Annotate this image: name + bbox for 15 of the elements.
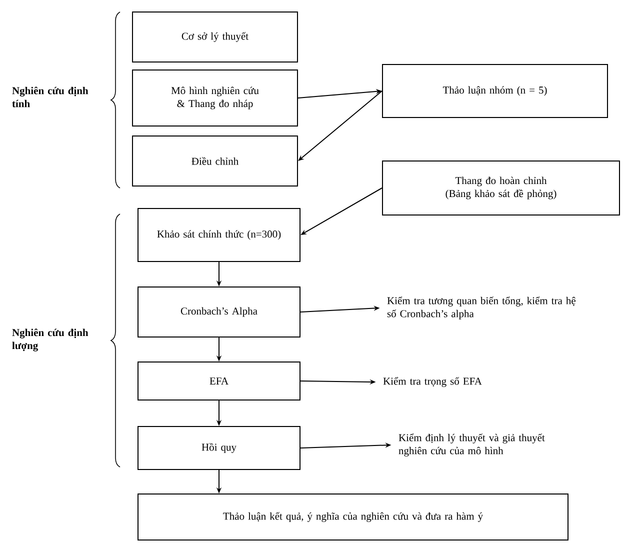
process-box: EFA [138,362,300,400]
process-box: Thảo luận kết quả, ý nghĩa của nghiên cứu và đưa ra hàm ý [138,494,568,540]
section-label: Nghiên cứu định tính [12,86,88,108]
process-box: Thang đo hoàn chỉnh (Bảng khảo sát đề phỏng) [382,160,620,216]
note-text: Kiểm tra tương quan biến tổng, kiểm tra hệ số Cronbach’s alpha [387,296,576,320]
process-box: Khảo sát chính thức (n=300) [138,208,300,262]
process-box: Mô hình nghiên cứu & Thang đo nháp [132,70,298,126]
note-text: Kiểm định lý thuyết và giả thuyết nghiên cứu của mô hình [398,434,545,456]
section-label: Nghiên cứu định lượng [12,328,88,352]
process-box: Hồi quy [138,426,300,470]
note-text: Kiểm tra trọng số EFA [383,377,482,387]
process-box: Cronbach’s Alpha [138,286,300,338]
process-box: Thảo luận nhóm (n = 5) [382,64,608,118]
process-box: Cơ sở lý thuyết [132,12,298,62]
process-box: Điều chỉnh [132,136,298,186]
